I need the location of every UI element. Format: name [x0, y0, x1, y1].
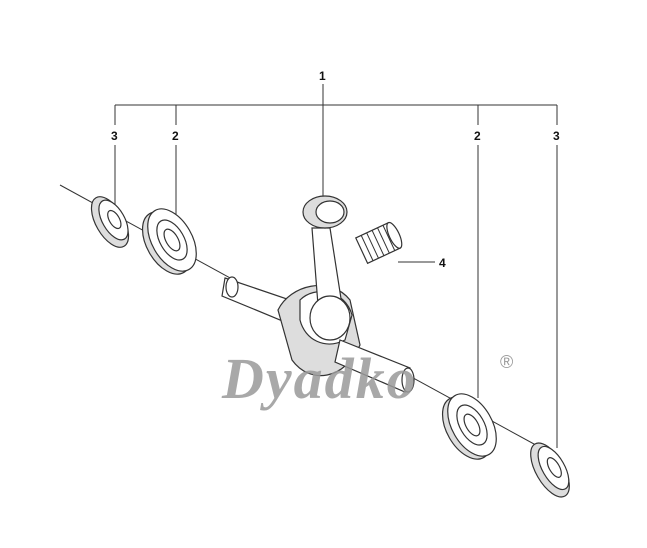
label-seal-right: 3 — [553, 129, 560, 143]
seal-right — [530, 442, 570, 498]
label-seal-left: 3 — [111, 129, 118, 143]
label-needle-bearing: 4 — [439, 256, 446, 270]
label-bearing-left: 2 — [172, 129, 179, 143]
needle-bearing — [354, 221, 403, 265]
watermark-registered-mark: ® — [500, 352, 513, 372]
bearing-left — [141, 208, 197, 275]
connecting-rod — [302, 195, 351, 341]
bearing-right — [441, 393, 497, 460]
watermark: Dyadko — [221, 346, 418, 411]
label-bearing-right: 2 — [474, 129, 481, 143]
label-crankshaft: 1 — [319, 69, 326, 83]
seal-left — [90, 196, 130, 248]
